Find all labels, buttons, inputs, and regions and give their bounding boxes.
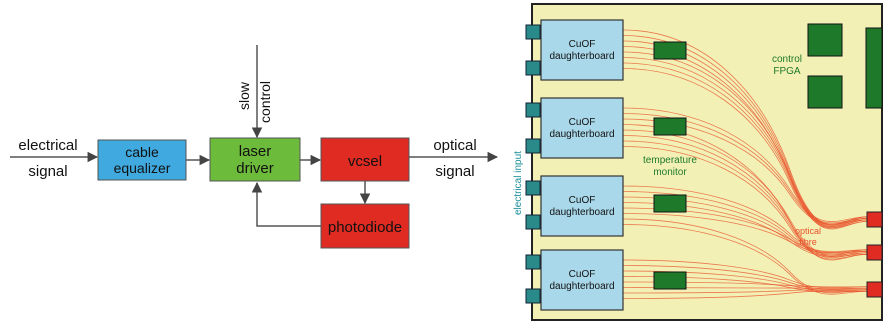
side-connector bbox=[865, 27, 883, 109]
cable-equalizer-label-line1: cable bbox=[125, 144, 159, 160]
slow-control-label-line2: control bbox=[257, 81, 273, 123]
daughterboard-4: CuOF daughterboard bbox=[540, 249, 624, 311]
fibre-trace bbox=[622, 224, 868, 295]
laser-driver-label-line1: laser bbox=[239, 143, 272, 160]
input-label-line1: electrical bbox=[18, 137, 77, 154]
electrical-input-label: electrical input bbox=[513, 151, 524, 215]
input-connector bbox=[525, 24, 541, 40]
temperature-monitor-label-line1: temperature bbox=[643, 155, 697, 166]
temperature-monitor-label-line2: monitor bbox=[653, 167, 687, 178]
fibre-trace bbox=[622, 57, 868, 226]
daughterboard-label-line2: daughterboard bbox=[549, 51, 614, 62]
daughterboard-label-line1: CuOF bbox=[569, 39, 596, 50]
daughterboard-2: CuOF daughterboard bbox=[540, 97, 624, 159]
output-label-line1: optical bbox=[433, 137, 476, 154]
input-connector bbox=[525, 102, 541, 118]
optical-fibre-label-line1: optical bbox=[795, 226, 821, 236]
input-connector bbox=[525, 288, 541, 304]
daughterboard-1: CuOF daughterboard bbox=[540, 19, 624, 81]
daughterboard-label-line1: CuOF bbox=[569, 195, 596, 206]
input-label-line2: signal bbox=[28, 163, 67, 180]
slow-control-label-line1: slow bbox=[236, 81, 252, 110]
fibre-trace bbox=[622, 265, 868, 290]
control-fpga-label-line1: control bbox=[772, 54, 802, 65]
photodiode-block bbox=[320, 203, 410, 249]
input-connector bbox=[525, 214, 541, 230]
fibre-trace bbox=[622, 51, 868, 225]
fibre-trace bbox=[622, 213, 868, 254]
optical-output-connector bbox=[866, 244, 883, 261]
output-label-line2: signal bbox=[435, 163, 474, 180]
fibre-trace bbox=[622, 135, 868, 257]
fibre-trace bbox=[622, 289, 868, 294]
daughterboard-box bbox=[540, 175, 624, 237]
temperature-monitor-chip bbox=[653, 271, 687, 290]
feedback-arrow bbox=[251, 181, 321, 227]
fibre-trace bbox=[622, 290, 868, 299]
input-connector bbox=[525, 138, 541, 154]
daughterboard-label-line1: CuOF bbox=[569, 269, 596, 280]
fibre-trace bbox=[622, 107, 868, 222]
optical-output-connector bbox=[866, 281, 883, 298]
control-fpga-label-line2: FPGA bbox=[773, 66, 801, 77]
temperature-monitor-chip bbox=[653, 117, 687, 136]
fpga-chip bbox=[807, 23, 843, 57]
fibre-trace bbox=[622, 129, 868, 256]
fpga-chip bbox=[807, 75, 843, 109]
daughterboard-label-line2: daughterboard bbox=[549, 129, 614, 140]
input-connector bbox=[525, 60, 541, 76]
fibre-trace bbox=[622, 218, 868, 294]
daughterboard-3: CuOF daughterboard bbox=[540, 175, 624, 237]
input-connectors bbox=[525, 24, 541, 304]
input-connector bbox=[525, 254, 541, 270]
cable-equalizer-label-line2: equalizer bbox=[114, 160, 171, 176]
daughterboard-box bbox=[540, 97, 624, 159]
daughterboard-box bbox=[540, 19, 624, 81]
fibre-trace bbox=[622, 68, 868, 229]
vcsel-block bbox=[320, 137, 410, 182]
input-connector bbox=[525, 180, 541, 196]
fibre-trace bbox=[622, 185, 868, 253]
daughterboard-label-line2: daughterboard bbox=[549, 281, 614, 292]
daughterboard-label-line1: CuOF bbox=[569, 117, 596, 128]
daughterboard-label-line2: daughterboard bbox=[549, 207, 614, 218]
fibre-trace bbox=[622, 140, 868, 259]
fibre-trace bbox=[622, 62, 868, 228]
board-layout: electrical input CuOF daughterboard CuOF… bbox=[513, 3, 883, 321]
fibre-trace bbox=[622, 146, 868, 260]
temperature-monitor-chip bbox=[653, 194, 687, 213]
vcsel-label: vcsel bbox=[348, 153, 382, 170]
laser-driver-label-line2: driver bbox=[236, 160, 274, 177]
signal-chain-diagram: electrical signal cable equalizer laser … bbox=[10, 45, 499, 249]
fibre-trace bbox=[622, 259, 868, 289]
optical-fibre-label-line2: fibre bbox=[799, 237, 817, 247]
optical-output-connector bbox=[866, 211, 883, 228]
daughterboard-box bbox=[540, 249, 624, 311]
photodiode-label: photodiode bbox=[328, 219, 402, 236]
temperature-monitor-chip bbox=[653, 41, 687, 60]
